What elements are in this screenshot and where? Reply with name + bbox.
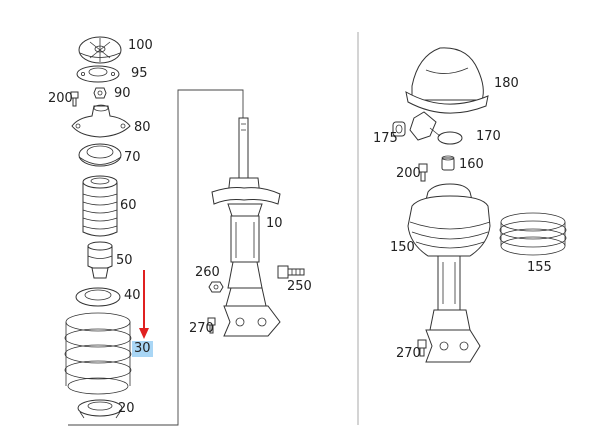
part-70-bearing[interactable] (78, 143, 122, 167)
label-30-highlighted[interactable]: 30 (132, 341, 153, 357)
label-50[interactable]: 50 (116, 253, 133, 268)
label-10[interactable]: 10 (266, 216, 283, 231)
part-150-air-strut[interactable] (407, 183, 491, 363)
label-70[interactable]: 70 (124, 150, 141, 165)
label-270-right[interactable]: 270 (396, 346, 421, 361)
label-270-left[interactable]: 270 (189, 321, 214, 336)
highlight-arrow (139, 270, 149, 339)
label-160[interactable]: 160 (459, 157, 484, 172)
label-80[interactable]: 80 (134, 120, 151, 135)
part-175-grommet[interactable] (392, 121, 406, 137)
label-200-left[interactable]: 200 (48, 91, 73, 106)
part-155-bellows[interactable] (499, 212, 567, 256)
part-260-nut[interactable] (208, 281, 224, 293)
label-200-right[interactable]: 200 (396, 166, 421, 181)
assembly-bracket-line (68, 89, 244, 426)
part-80-strut-mount[interactable] (71, 104, 131, 138)
part-50-bump-stop[interactable] (87, 241, 113, 279)
part-95-mount-plate[interactable] (76, 65, 120, 83)
part-30-coil-spring[interactable] (64, 312, 132, 395)
label-150[interactable]: 150 (390, 240, 415, 255)
label-260[interactable]: 260 (195, 265, 220, 280)
part-200-bolt-right[interactable] (418, 163, 428, 182)
part-100-mount-cap[interactable] (78, 36, 122, 64)
label-175[interactable]: 175 (373, 131, 398, 146)
part-60-dust-boot[interactable] (82, 175, 118, 237)
part-270-bolt-right[interactable] (417, 339, 427, 357)
label-40[interactable]: 40 (124, 288, 141, 303)
part-90-nut[interactable] (93, 87, 107, 99)
part-270-bolt-left[interactable] (207, 317, 216, 334)
label-100[interactable]: 100 (128, 38, 153, 53)
part-200-bolt[interactable] (70, 91, 79, 107)
part-40-spring-seat[interactable] (75, 287, 121, 307)
part-160-cap[interactable] (441, 155, 455, 171)
label-90[interactable]: 90 (114, 86, 131, 101)
part-250-bolt[interactable] (277, 265, 305, 279)
label-170[interactable]: 170 (476, 129, 501, 144)
label-180[interactable]: 180 (494, 76, 519, 91)
label-250[interactable]: 250 (287, 279, 312, 294)
part-20-spring-pad[interactable] (77, 399, 123, 419)
part-180-cover[interactable] (405, 47, 489, 114)
label-20[interactable]: 20 (118, 401, 135, 416)
label-95[interactable]: 95 (131, 66, 148, 81)
label-155[interactable]: 155 (527, 260, 552, 275)
part-10-strut[interactable] (211, 117, 281, 337)
part-170-valve-block[interactable] (409, 111, 463, 145)
label-60[interactable]: 60 (120, 198, 137, 213)
